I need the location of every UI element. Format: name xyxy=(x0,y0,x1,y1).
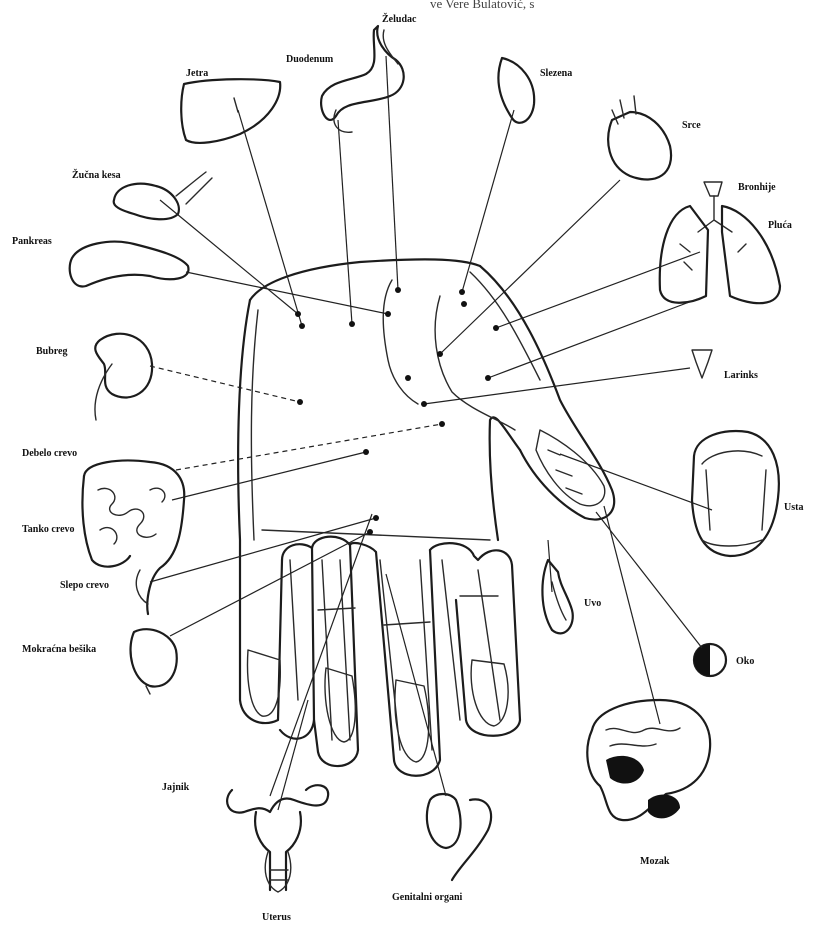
spleen-icon xyxy=(498,58,534,123)
label-usta: Usta xyxy=(784,502,803,513)
label-mozak: Mozak xyxy=(640,856,670,867)
mouth-icon xyxy=(692,431,779,556)
leader-lines xyxy=(150,56,712,810)
bladder-icon xyxy=(131,629,177,694)
gallbladder-icon xyxy=(114,172,212,219)
eye-icon xyxy=(694,644,726,676)
header-caption: ve Vere Bulatović, s xyxy=(430,0,534,11)
lungs-icon xyxy=(660,182,780,303)
label-bronhije: Bronhije xyxy=(738,182,776,193)
label-oko: Oko xyxy=(736,656,754,667)
label-duodenum: Duodenum xyxy=(286,54,334,65)
label-jajnik: Jajnik xyxy=(162,782,190,793)
ear-icon xyxy=(542,560,572,633)
liver-icon xyxy=(181,79,280,143)
reflex-points xyxy=(295,287,499,535)
uterus-icon xyxy=(227,785,328,892)
label-larinks: Larinks xyxy=(724,370,758,381)
label-bubreg: Bubreg xyxy=(36,346,68,357)
label-slezena: Slezena xyxy=(540,68,572,79)
kidney-icon xyxy=(95,334,152,420)
label-srce: Srce xyxy=(682,120,701,131)
label-slepo-crevo: Slepo crevo xyxy=(60,580,109,591)
label-zucna-kesa: Žučna kesa xyxy=(72,169,121,181)
stomach-icon xyxy=(321,26,404,120)
labels: Želudac Duodenum Jetra Slezena Srce Žučn… xyxy=(12,13,803,923)
hand-outline xyxy=(238,259,614,775)
label-uvo: Uvo xyxy=(584,598,601,609)
larynx-icon xyxy=(692,350,712,378)
label-debelo-crevo: Debelo crevo xyxy=(22,448,77,459)
label-pankreas: Pankreas xyxy=(12,236,52,247)
heart-icon xyxy=(608,96,671,179)
label-genitalni-organi: Genitalni organi xyxy=(392,892,463,903)
genital-organs-icon xyxy=(427,794,491,880)
label-pluca: Pluća xyxy=(768,220,792,231)
brain-icon xyxy=(587,700,710,820)
label-mokracna-besika: Mokraćna bešika xyxy=(22,644,96,655)
pancreas-icon xyxy=(70,242,189,287)
label-jetra: Jetra xyxy=(186,68,208,79)
label-zeludac: Želudac xyxy=(382,13,417,25)
label-tanko-crevo: Tanko crevo xyxy=(22,524,75,535)
label-uterus: Uterus xyxy=(262,912,291,923)
